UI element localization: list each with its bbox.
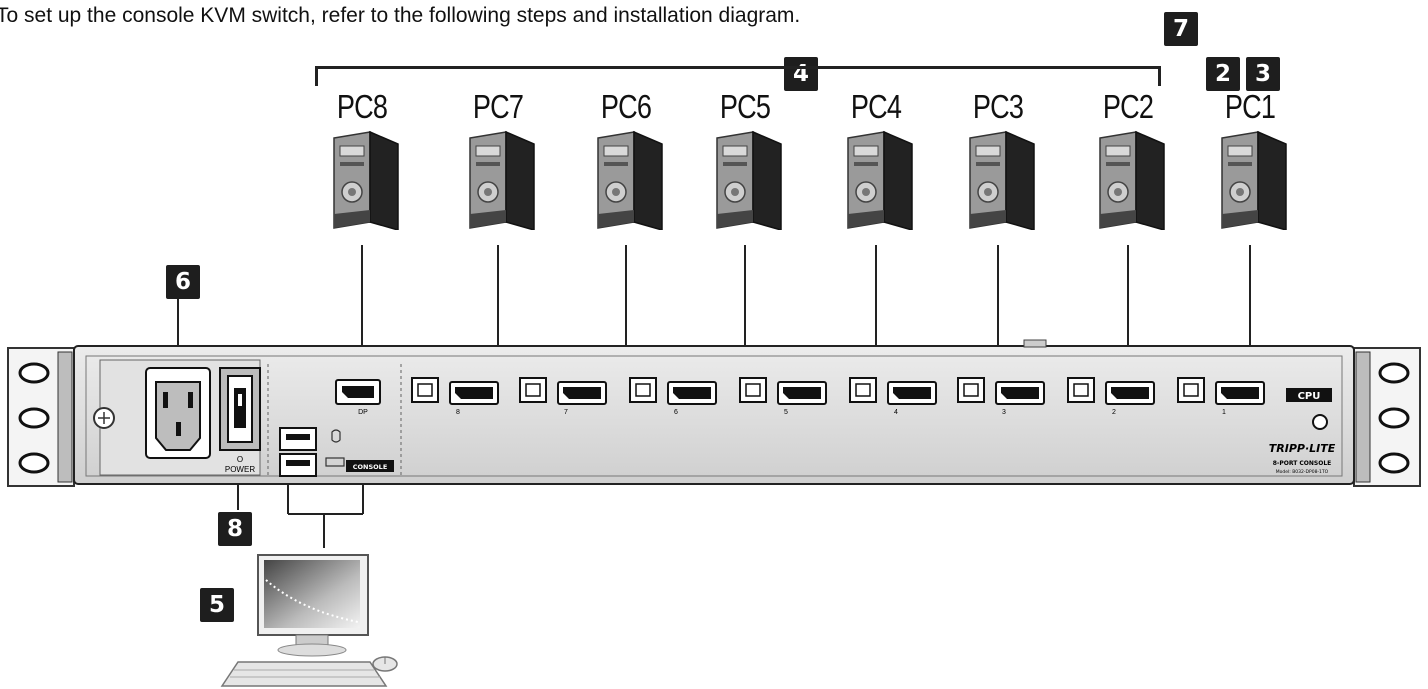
group-bracket xyxy=(315,66,1161,69)
port-number-label: 6 xyxy=(674,409,678,416)
tower-computer-icon xyxy=(333,130,399,230)
step-badge-7: 7 xyxy=(1164,12,1198,46)
console-cable xyxy=(287,485,364,548)
computer-label: PC3 xyxy=(972,88,1024,125)
dp-label: DP xyxy=(358,409,368,416)
computer-label: PC8 xyxy=(336,88,388,125)
tower-computer-icon xyxy=(1221,130,1287,230)
console-label: CONSOLE xyxy=(353,463,388,471)
monitor-icon xyxy=(257,554,369,657)
power-section xyxy=(93,359,261,476)
computer-label: PC6 xyxy=(600,88,652,125)
computer-label: PC7 xyxy=(472,88,524,125)
group-bracket-left xyxy=(315,66,318,86)
power-off-symbol: O xyxy=(237,455,243,464)
cpu-tag xyxy=(1286,388,1332,402)
intro-text: To set up the console KVM switch, refer … xyxy=(0,4,801,27)
tower-computer-icon xyxy=(969,130,1035,230)
computer-label: PC2 xyxy=(1102,88,1154,125)
left-rack-ear xyxy=(7,347,75,487)
brand-logo: TRIPP·LITE xyxy=(1269,442,1336,455)
port-number-label: 5 xyxy=(784,409,788,416)
tower-computer-icon xyxy=(597,130,663,230)
model-line: 8-PORT CONSOLE xyxy=(1273,460,1332,467)
computer-label: PC5 xyxy=(719,88,771,125)
computer-label: PC4 xyxy=(850,88,902,125)
pc-port-5: 5 xyxy=(739,377,827,416)
port-number-label: 1 xyxy=(1222,409,1226,416)
step-badge-3: 3 xyxy=(1246,57,1280,91)
port-number-label: 8 xyxy=(456,409,460,416)
cpu-label: CPU xyxy=(1298,391,1321,402)
computer-label: PC1 xyxy=(1224,88,1276,125)
step-badge-2: 2 xyxy=(1206,57,1240,91)
right-rack-ear xyxy=(1353,347,1421,487)
pc-port-3: 3 xyxy=(957,377,1045,416)
keyboard-icon xyxy=(325,457,345,467)
group-bracket-right xyxy=(1158,66,1161,86)
pc-port-1: 1 xyxy=(1177,377,1265,416)
port-number-label: 2 xyxy=(1112,409,1116,416)
port-number-label: 7 xyxy=(564,409,568,416)
tower-computer-icon xyxy=(847,130,913,230)
pc-cables xyxy=(177,245,1251,510)
mouse-icon xyxy=(331,429,341,443)
pc-port-4: 4 xyxy=(849,377,937,416)
tower-computer-icon xyxy=(1099,130,1165,230)
power-label: POWER xyxy=(225,465,255,474)
pc-port-group: 8 7 6 5 4 3 2 1 xyxy=(411,377,1265,416)
model-sub: Model: B032-DP08-1TO xyxy=(1276,469,1329,475)
port-number-label: 4 xyxy=(894,409,898,416)
pc-port-2: 2 xyxy=(1067,377,1155,416)
tower-computer-icon xyxy=(469,130,535,230)
mouse-icon xyxy=(372,656,398,672)
step-badge-5: 5 xyxy=(200,588,234,622)
led-icon xyxy=(1312,414,1328,430)
usb-b-port-icon xyxy=(411,377,439,403)
pc-port-7: 7 xyxy=(519,377,607,416)
step-badge-6: 6 xyxy=(166,265,200,299)
console-section xyxy=(279,379,394,477)
console-tag xyxy=(346,460,394,472)
keyboard-icon xyxy=(220,661,388,687)
kvm-chassis xyxy=(73,345,1355,485)
tower-computer-icon xyxy=(716,130,782,230)
pc-port-8: 8 xyxy=(411,377,499,416)
step-badge-8: 8 xyxy=(218,512,252,546)
port-number-label: 3 xyxy=(1002,409,1006,416)
usb-b-port-icon xyxy=(629,377,657,403)
pc-port-6: 6 xyxy=(629,377,717,416)
